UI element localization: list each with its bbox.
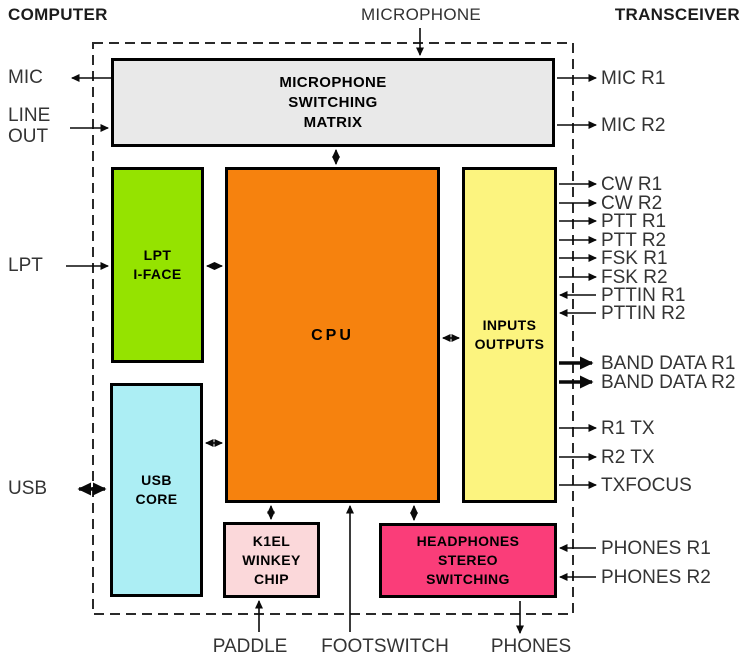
port-label-ptt-r1: PTT R1 [601,211,667,232]
block-inputs-outputs: INPUTS OUTPUTS [462,167,557,503]
port-label-ptt-r2: PTT R2 [601,230,667,251]
block-label-cpu: CPU [311,326,354,344]
block-label-lpt-interface: LPT I-FACE [133,247,182,282]
microphone-heading: MICROPHONE [360,5,482,24]
port-label-fsk-r1: FSK R1 [601,248,668,269]
port-label-footswitch: FOOTSWITCH [321,636,449,657]
block-winkey-chip: K1EL WINKEY CHIP [223,522,320,598]
device-boundary [92,42,574,615]
block-cpu: CPU [225,167,440,503]
block-label-headphones-switching: HEADPHONES STEREO SWITCHING [416,533,520,587]
port-label-mic-r2: MIC R2 [601,115,666,136]
port-label-band-data-r1: BAND DATA R1 [601,353,736,374]
port-label-cw-r1: CW R1 [601,174,663,195]
port-label-paddle: PADDLE [212,636,288,657]
block-label-inputs-outputs: INPUTS OUTPUTS [474,317,545,352]
port-label-fsk-r2: FSK R2 [601,267,668,288]
port-label-phones-r2: PHONES R2 [601,567,711,588]
block-headphones-switching: HEADPHONES STEREO SWITCHING [379,523,557,598]
port-label-band-data-r2: BAND DATA R2 [601,372,736,393]
block-lpt-interface: LPT I-FACE [111,167,204,363]
port-label-txfocus: TXFOCUS [601,475,692,496]
block-usb-core: USB CORE [110,383,203,597]
port-label-r2-tx: R2 TX [601,447,655,468]
port-label-mic: MIC [8,67,43,88]
port-label-lpt: LPT [8,255,43,276]
transceiver-heading: TRANSCEIVER [614,5,740,24]
block-label-matrix: MICROPHONE SWITCHING MATRIX [279,73,387,131]
block-label-usb-core: USB CORE [135,472,178,507]
port-label-usb: USB [8,478,48,499]
port-label-pttin-r2: PTTIN R2 [601,303,686,324]
computer-heading: COMPUTER [8,5,108,24]
port-label-phones-r1: PHONES R1 [601,538,711,559]
port-label-phones: PHONES [490,636,572,657]
port-label-r1-tx: R1 TX [601,418,655,439]
block-label-winkey-chip: K1EL WINKEY CHIP [242,532,301,587]
port-label-line-out: LINE OUT [8,105,51,147]
port-label-cw-r2: CW R2 [601,193,663,214]
block-microphone-switching-matrix: MICROPHONE SWITCHING MATRIX [111,58,555,147]
port-label-pttin-r1: PTTIN R1 [601,285,686,306]
port-label-mic-r1: MIC R1 [601,68,666,89]
